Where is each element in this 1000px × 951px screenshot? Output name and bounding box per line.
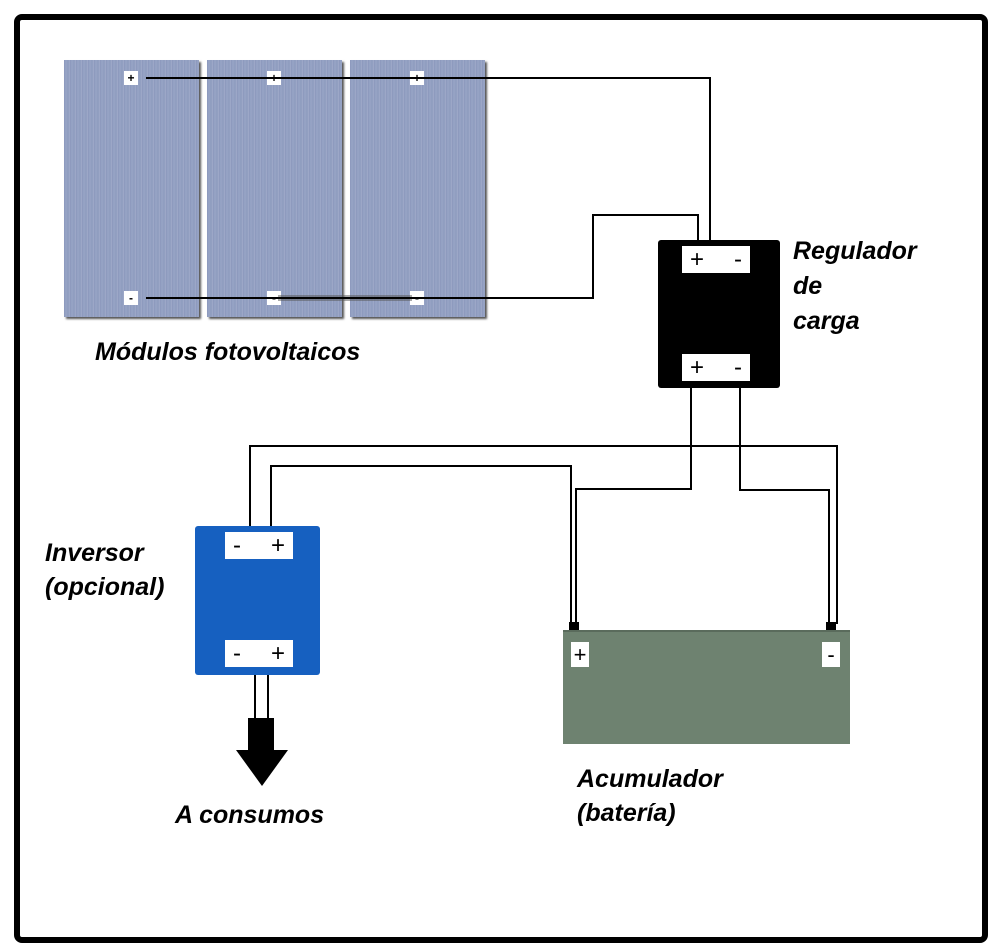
- label-loads: A consumos: [175, 801, 325, 829]
- wire-regulator-negative: [739, 388, 830, 624]
- solar-panel-1: + -: [64, 60, 199, 317]
- label-regulator: Regulador de carga: [793, 237, 917, 335]
- battery-negative-post: [826, 622, 836, 631]
- regulator-output-minus: -: [734, 353, 742, 381]
- regulator-output-terminals: + -: [682, 354, 750, 381]
- battery: + -: [563, 630, 850, 744]
- battery-plus-terminal: +: [571, 642, 589, 667]
- label-inverter: Inversor (opcional): [45, 539, 165, 601]
- inverter-input-minus: -: [233, 531, 241, 559]
- label-modules: Módulos fotovoltaicos: [95, 338, 361, 366]
- inverter: - + - +: [195, 526, 320, 675]
- battery-minus-terminal: -: [822, 642, 840, 667]
- wire-inverter-negative: [249, 445, 838, 624]
- wire-panels-negative: [146, 214, 699, 299]
- charge-regulator: + - + -: [658, 240, 780, 388]
- battery-positive-post: [569, 622, 579, 631]
- inverter-output-plus: +: [270, 639, 285, 667]
- wire-inverter-positive: [270, 465, 572, 624]
- regulator-input-plus: +: [690, 245, 705, 273]
- wire-panels-positive: [146, 77, 711, 240]
- regulator-input-minus: -: [734, 245, 742, 273]
- panel-1-minus-terminal: -: [124, 291, 138, 305]
- regulator-output-plus: +: [690, 353, 705, 381]
- diagram-frame: [14, 14, 988, 943]
- panel-1-plus-terminal: +: [124, 71, 138, 85]
- inverter-input-plus: +: [270, 531, 285, 559]
- inverter-output-minus: -: [233, 639, 241, 667]
- inverter-input-terminals: - +: [225, 532, 293, 559]
- regulator-input-terminals: + -: [682, 246, 750, 273]
- wire-regulator-positive: [575, 388, 692, 624]
- inverter-output-terminals: - +: [225, 640, 293, 667]
- arrow-down-icon: [236, 718, 288, 786]
- solar-panel-3: + -: [350, 60, 485, 317]
- solar-panel-2: + -: [207, 60, 342, 317]
- label-battery: Acumulador (batería): [577, 765, 723, 827]
